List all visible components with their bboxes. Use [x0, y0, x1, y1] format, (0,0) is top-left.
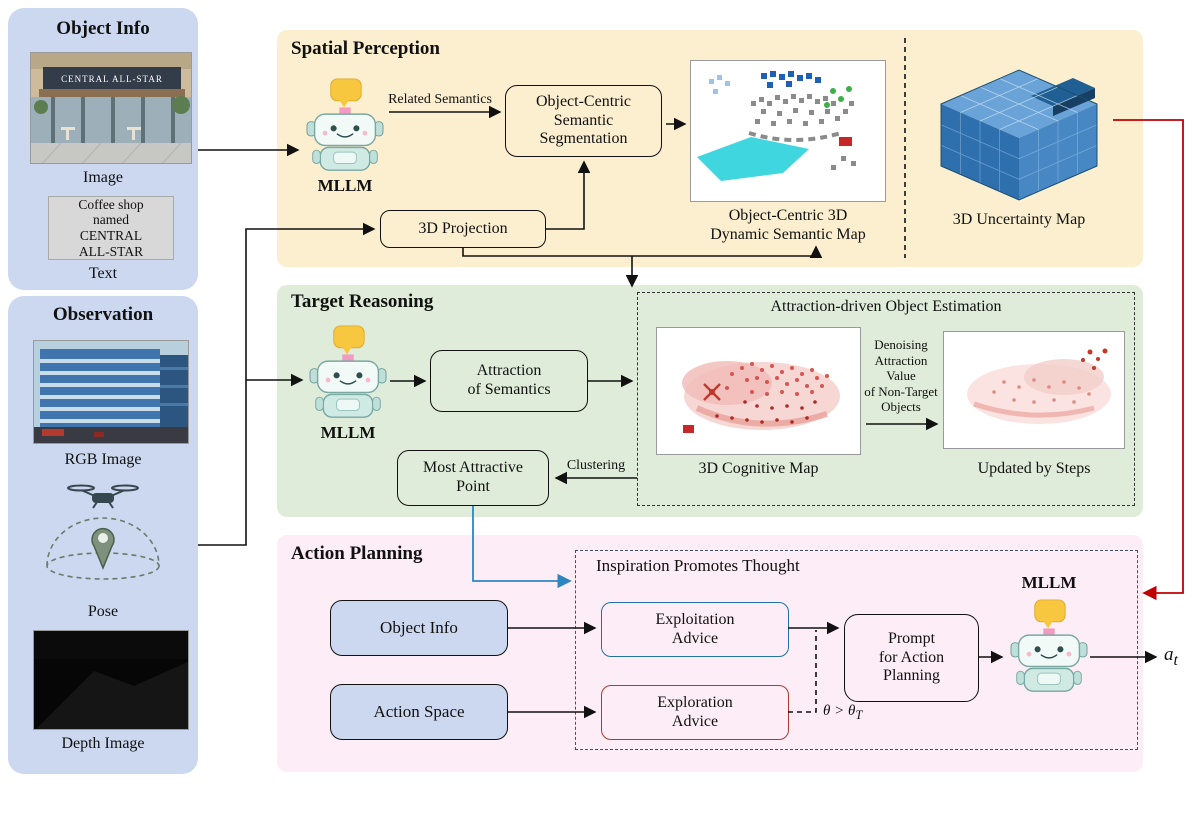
object-text-line: named [93, 212, 129, 228]
denoising-line: Value [886, 368, 916, 384]
semantic-map-caption-line: Dynamic Semantic Map [710, 226, 866, 244]
exploitation-advice-box: Exploitation Advice [601, 602, 789, 657]
pose-dome-arc [46, 517, 160, 567]
depth-caption: Depth Image [61, 735, 145, 752]
prompt-box: Prompt for Action Planning [844, 614, 979, 702]
clustering-label: Clustering [566, 458, 626, 473]
exploitation-line: Advice [671, 629, 719, 647]
planning-mllm-label: MLLM [1021, 573, 1077, 592]
mllm-robot-icon [308, 325, 388, 420]
threshold-label: θ > θT [823, 703, 862, 723]
inspiration-dashed-box: Inspiration Promotes Thought Exploitatio… [575, 550, 1138, 750]
cognitive-map-image [656, 327, 861, 455]
projection-label: 3D Projection [418, 219, 508, 237]
pose-caption: Pose [87, 603, 119, 620]
depth-image [33, 630, 189, 730]
denoising-line: Denoising [874, 337, 928, 352]
most-attractive-box: Most Attractive Point [397, 450, 549, 506]
target-title: Target Reasoning [291, 291, 434, 312]
projection-box: 3D Projection [380, 210, 546, 248]
denoising-line: of Non-Target [864, 383, 938, 399]
object-info-box-label: Object Info [380, 617, 458, 637]
storefront-sign-text: CENTRAL ALL-STAR [61, 74, 163, 84]
location-pin-icon [91, 527, 115, 570]
estimation-title: Attraction-driven Object Estimation [770, 298, 1002, 315]
action-planning-band: Action Planning Object Info Action Space… [277, 535, 1143, 772]
threshold-sub: T [855, 708, 863, 722]
rgb-caption: RGB Image [64, 451, 142, 468]
mllm-robot-icon [1009, 599, 1089, 694]
prompt-line: Planning [883, 667, 940, 685]
action-title: Action Planning [291, 543, 423, 564]
rgb-image [33, 340, 189, 444]
spatial-title: Spatial Perception [291, 38, 441, 59]
action-space-box-label: Action Space [373, 701, 465, 721]
object-text-line: ALL-STAR [78, 243, 144, 259]
object-info-title: Object Info [56, 18, 150, 39]
target-mllm-label: MLLM [320, 423, 376, 442]
text-caption: Text [88, 265, 118, 282]
output-symbol: a [1164, 644, 1174, 665]
segmentation-line: Object-Centric [535, 92, 632, 110]
exploration-line: Advice [671, 712, 719, 730]
threshold-text: θ > θ [823, 703, 856, 719]
attraction-box: Attraction of Semantics [430, 350, 588, 412]
attraction-line: Attraction [476, 362, 542, 380]
exploration-line: Exploration [657, 693, 733, 711]
object-info-panel: Object Info CENTRAL ALL-STAR [8, 8, 198, 290]
drone-icon [67, 484, 139, 509]
uncertainty-map-caption: 3D Uncertainty Map [952, 211, 1086, 228]
output-sub: t [1173, 651, 1178, 669]
cognitive-map-caption: 3D Cognitive Map [698, 460, 819, 477]
exploration-advice-box: Exploration Advice [601, 685, 789, 740]
related-semantics-label: Related Semantics [388, 92, 492, 107]
object-text-box: Coffee shop named CENTRAL ALL-STAR [48, 196, 174, 260]
updated-map-image [943, 331, 1125, 449]
spatial-perception-band: Spatial Perception MLLM Related Semantic… [277, 30, 1143, 267]
spatial-mllm-label: MLLM [317, 176, 373, 195]
storefront-image: CENTRAL ALL-STAR [30, 52, 192, 164]
object-info-box: Object Info [330, 600, 508, 656]
uncertainty-map-image [925, 52, 1113, 204]
estimation-dashed-box: Attraction-driven Object Estimation [637, 292, 1135, 506]
updated-map-caption: Updated by Steps [977, 460, 1091, 477]
denoising-line: Objects [881, 399, 921, 415]
image-caption: Image [83, 169, 123, 186]
action-space-box: Action Space [330, 684, 508, 740]
object-text-line: CENTRAL [79, 228, 143, 243]
prompt-line: Prompt [887, 629, 936, 647]
prompt-line: for Action [878, 648, 945, 666]
semantic-map-caption-line: Object-Centric 3D [728, 207, 848, 224]
mllm-robot-icon [305, 78, 385, 173]
observation-title: Observation [52, 304, 154, 325]
segmentation-line: Segmentation [539, 130, 628, 148]
denoising-label: Denoising Attraction Value of Non-Target… [856, 337, 946, 415]
inspiration-title: Inspiration Promotes Thought [596, 556, 800, 575]
most-attractive-line: Point [456, 478, 490, 495]
most-attractive-line: Most Attractive [423, 459, 523, 477]
pose-icon [33, 480, 173, 598]
attraction-line: of Semantics [467, 381, 551, 398]
target-reasoning-band: Target Reasoning MLLM Attraction of [277, 285, 1143, 517]
pose-dome-base [46, 552, 160, 580]
semantic-map-image [690, 60, 886, 202]
exploitation-line: Exploitation [655, 610, 735, 628]
observation-panel: Observation RGB Image [8, 296, 198, 774]
segmentation-box: Object-Centric Semantic Segmentation [505, 85, 662, 157]
semantic-map-caption: Object-Centric 3D Dynamic Semantic Map [690, 206, 886, 244]
action-output-label: at [1164, 644, 1178, 670]
segmentation-line: Semantic [553, 111, 614, 129]
object-text-line: Coffee shop [78, 196, 144, 212]
denoising-line: Attraction [874, 352, 928, 368]
